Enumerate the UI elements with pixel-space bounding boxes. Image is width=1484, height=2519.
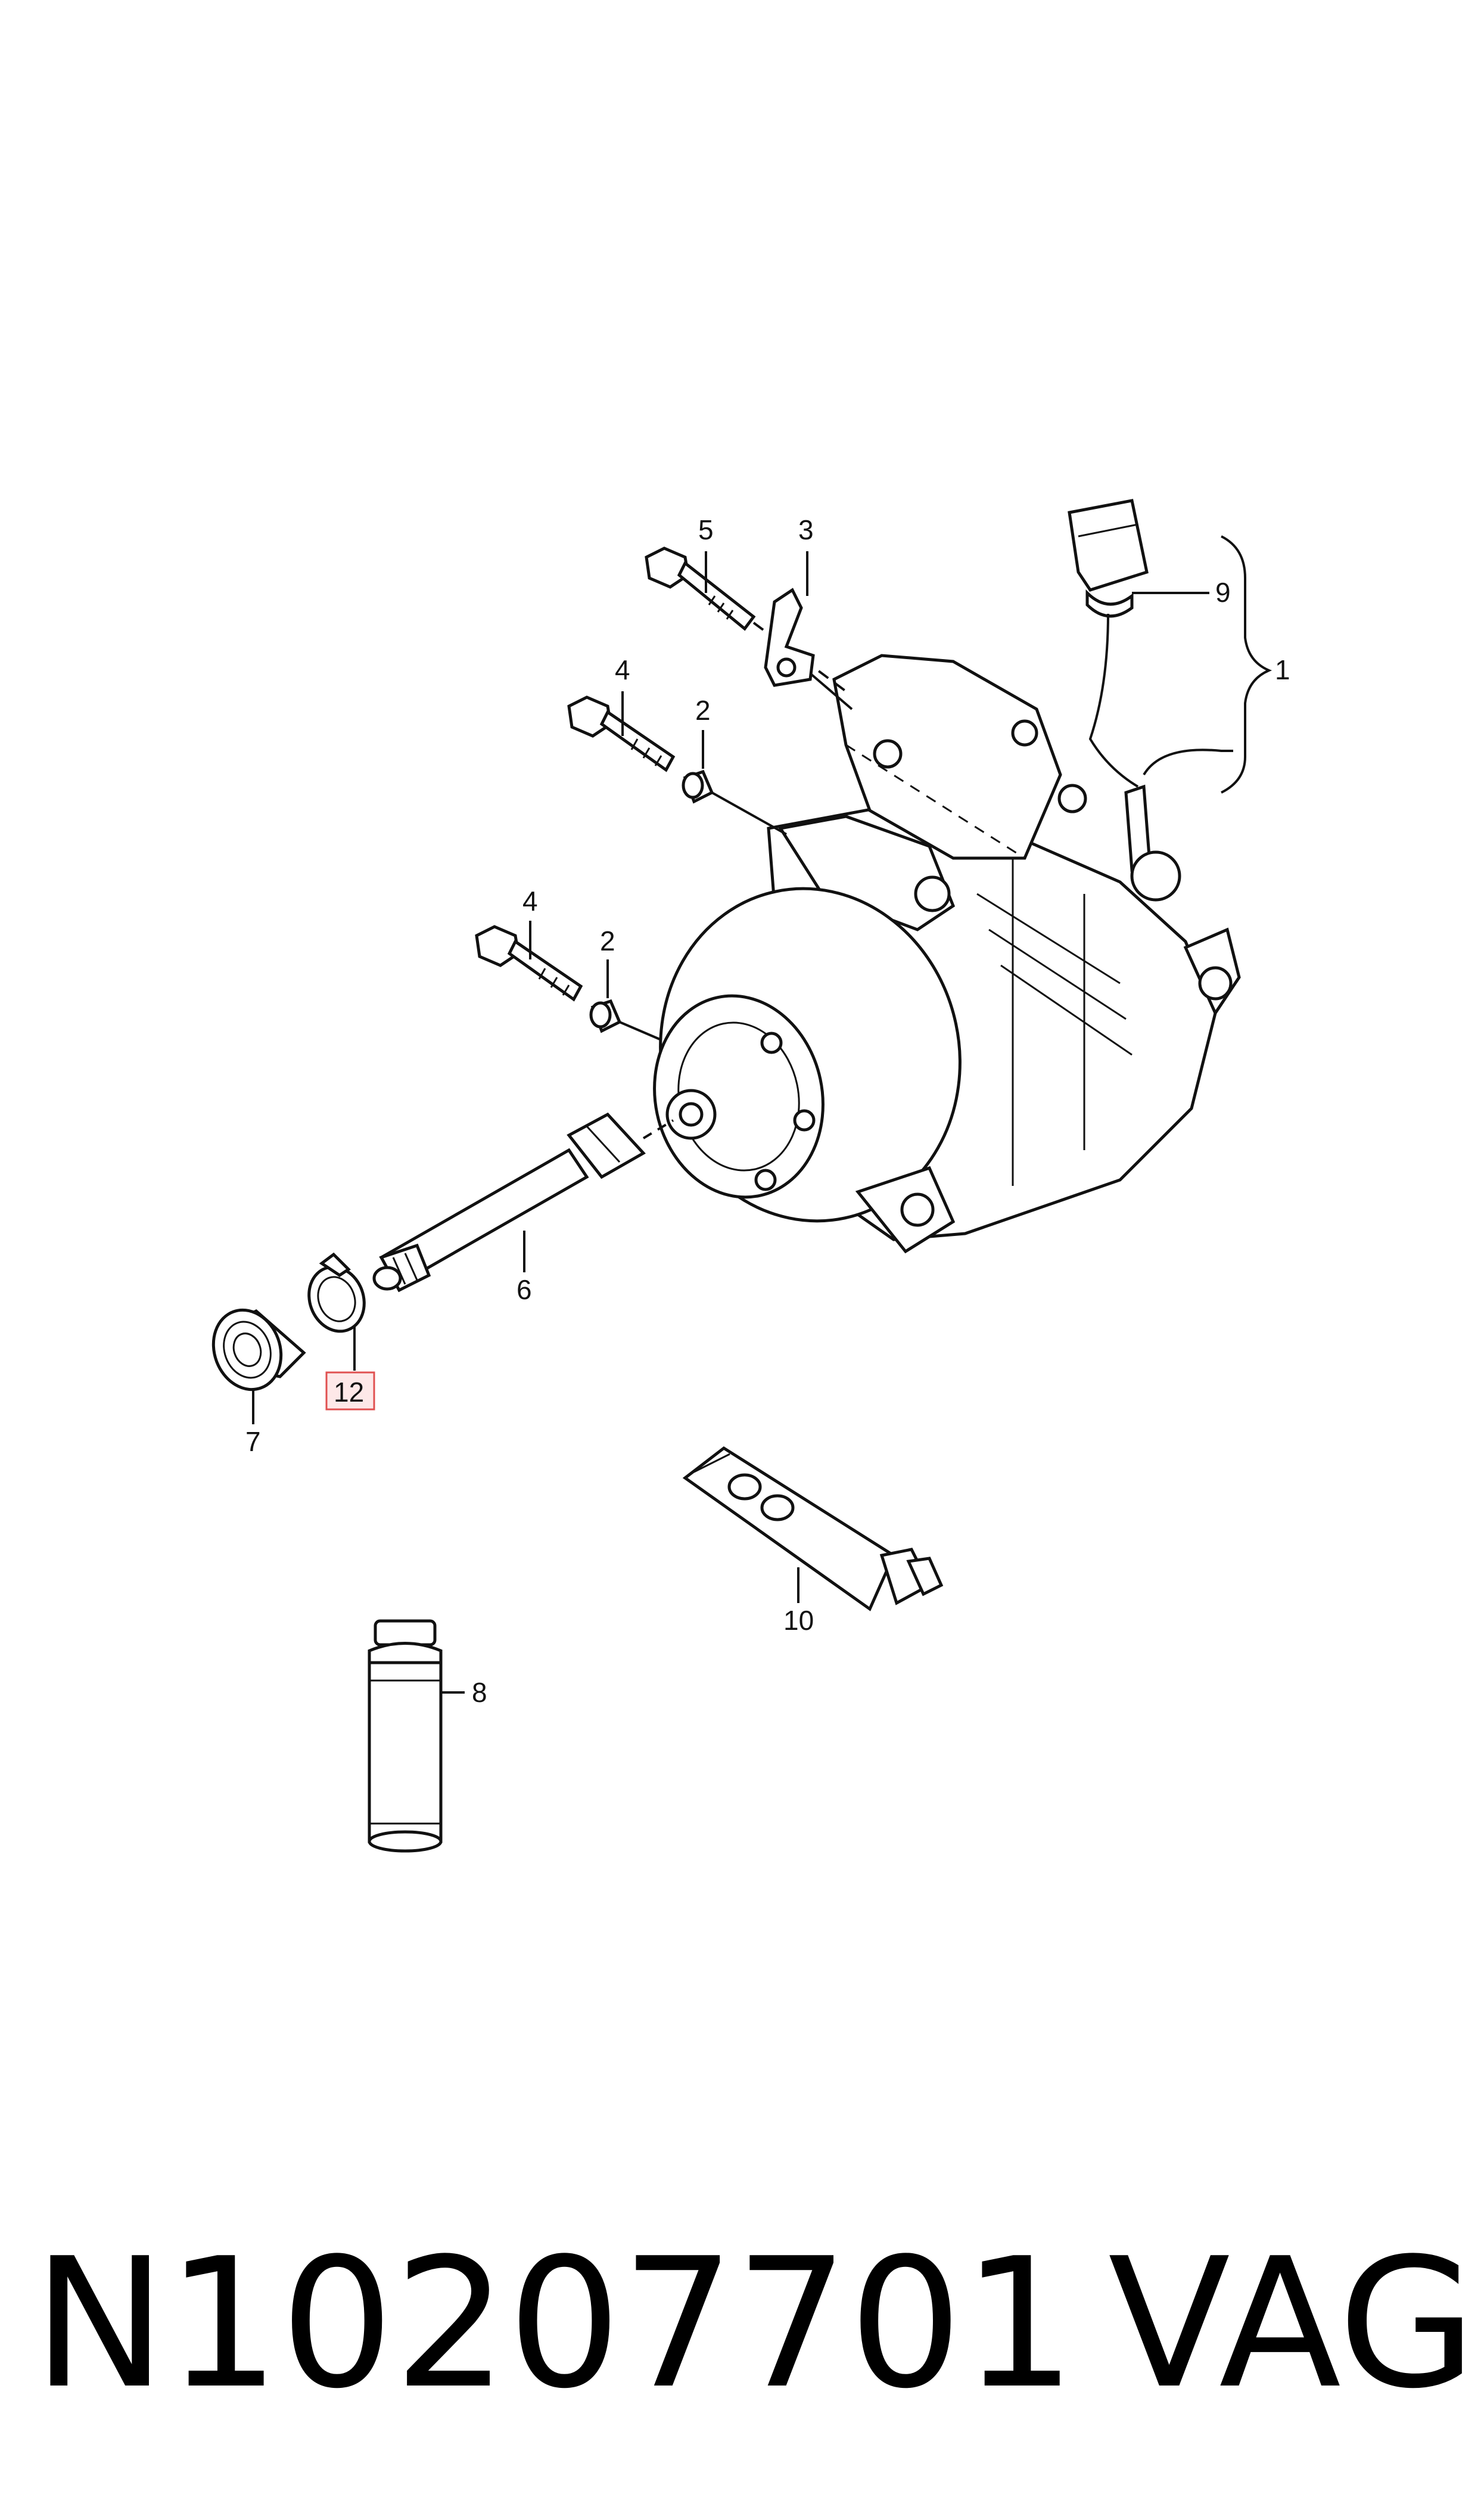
- bolt-4-upper: [567, 695, 676, 772]
- callout-6: 6: [517, 1274, 532, 1305]
- highlight-box-12: [325, 1371, 375, 1411]
- bolt-4-lower: [475, 925, 583, 1002]
- spacer-2-upper: [682, 769, 787, 835]
- callout-4-upper: 4: [615, 654, 630, 685]
- pressure-sensor-connector: [1068, 499, 1149, 788]
- shaft-6: [372, 1112, 674, 1293]
- circlip-12: [307, 1252, 366, 1333]
- callout-1: 1: [1275, 654, 1290, 685]
- callout-12: 12: [334, 1377, 364, 1408]
- callout-5: 5: [698, 514, 714, 545]
- callout-8: 8: [472, 1677, 487, 1708]
- brand-name: VAG: [1108, 2220, 1477, 2428]
- oil-bottle-8: [368, 1619, 443, 1853]
- callout-3: 3: [798, 514, 814, 545]
- callout-7: 7: [245, 1426, 261, 1457]
- ac-compressor: [653, 654, 1241, 1254]
- callout-2-lower: 2: [600, 925, 615, 956]
- cap-7: [211, 1308, 306, 1391]
- part-caption: N10207701 VAG: [0, 2205, 1484, 2443]
- callout-9: 9: [1215, 577, 1231, 608]
- callout-2-upper: 2: [695, 695, 711, 726]
- bracket-3: [764, 588, 853, 710]
- grease-tube-10: [682, 1446, 944, 1611]
- callout-4-lower: 4: [522, 886, 538, 917]
- part-number: N10207701: [33, 2220, 1077, 2428]
- callout-10: 10: [783, 1605, 814, 1636]
- leader-lines: [252, 535, 1273, 1694]
- bolt-5: [645, 546, 847, 692]
- spacer-2-lower: [589, 999, 662, 1041]
